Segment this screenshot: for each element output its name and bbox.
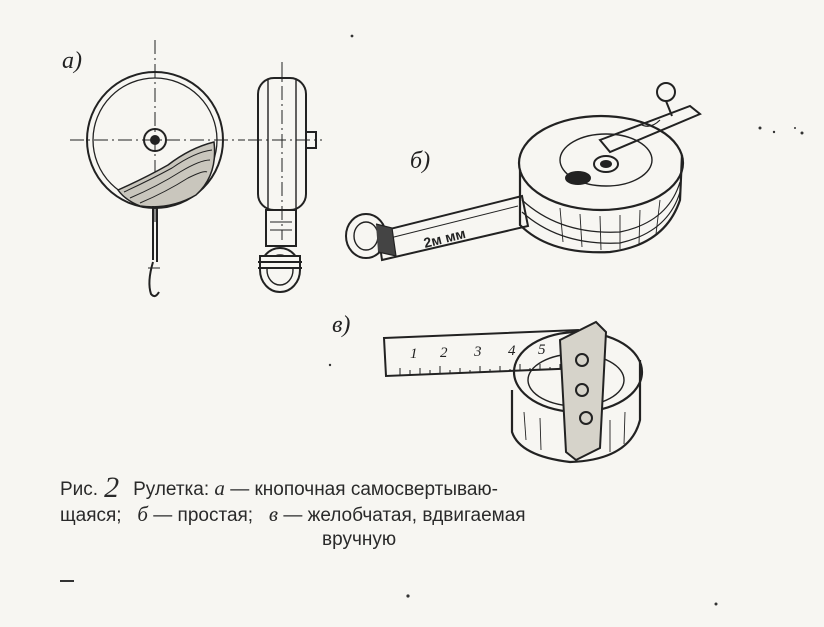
figure-caption: Рис.2 Рулетка: а — кнопочная самосвертыва… xyxy=(60,473,526,552)
figure-b-simple-tape xyxy=(345,82,702,262)
figure-a-side-view xyxy=(248,62,322,293)
caption-key-b: б xyxy=(137,502,148,526)
tape-b-marking: 2м мм xyxy=(422,225,467,251)
ruler-number: 1 xyxy=(410,346,418,362)
caption-line-2: щаяся; б — простая; в — желобчатая, вдви… xyxy=(60,502,526,528)
ruler-number: 3 xyxy=(473,344,482,360)
scan-specks xyxy=(60,34,804,606)
figure-v-grooved-tape xyxy=(382,320,644,464)
label-b: б) xyxy=(410,148,431,174)
ruler-numbers: 1 2 3 4 5 xyxy=(410,342,546,362)
caption-text-v: — желобчатая, вдвигаемая xyxy=(283,505,526,526)
figure-a-front-view xyxy=(70,40,245,298)
caption-text-a-cont: щаяся; xyxy=(60,505,122,526)
caption-key-a: а xyxy=(214,476,225,500)
caption-number: 2 xyxy=(104,471,120,504)
ruler-ticks xyxy=(399,364,561,376)
caption-key-v: в xyxy=(268,502,279,526)
ruler-number: 2 xyxy=(440,345,448,361)
caption-line-1: Рис.2 Рулетка: а — кнопочная самосвертыва… xyxy=(60,473,526,503)
caption-text-a: — кнопочная самосвертываю- xyxy=(230,479,498,500)
ruler-number: 5 xyxy=(538,342,546,358)
caption-title: Рулетка: xyxy=(133,479,210,500)
caption-text-b: — простая; xyxy=(153,505,254,526)
caption-line-3: вручную xyxy=(60,528,526,552)
label-v: в) xyxy=(332,312,351,338)
label-a: а) xyxy=(62,48,82,74)
caption-text-v-cont: вручную xyxy=(322,529,397,550)
ruler-number: 4 xyxy=(508,343,516,359)
caption-prefix: Рис. xyxy=(60,479,99,500)
